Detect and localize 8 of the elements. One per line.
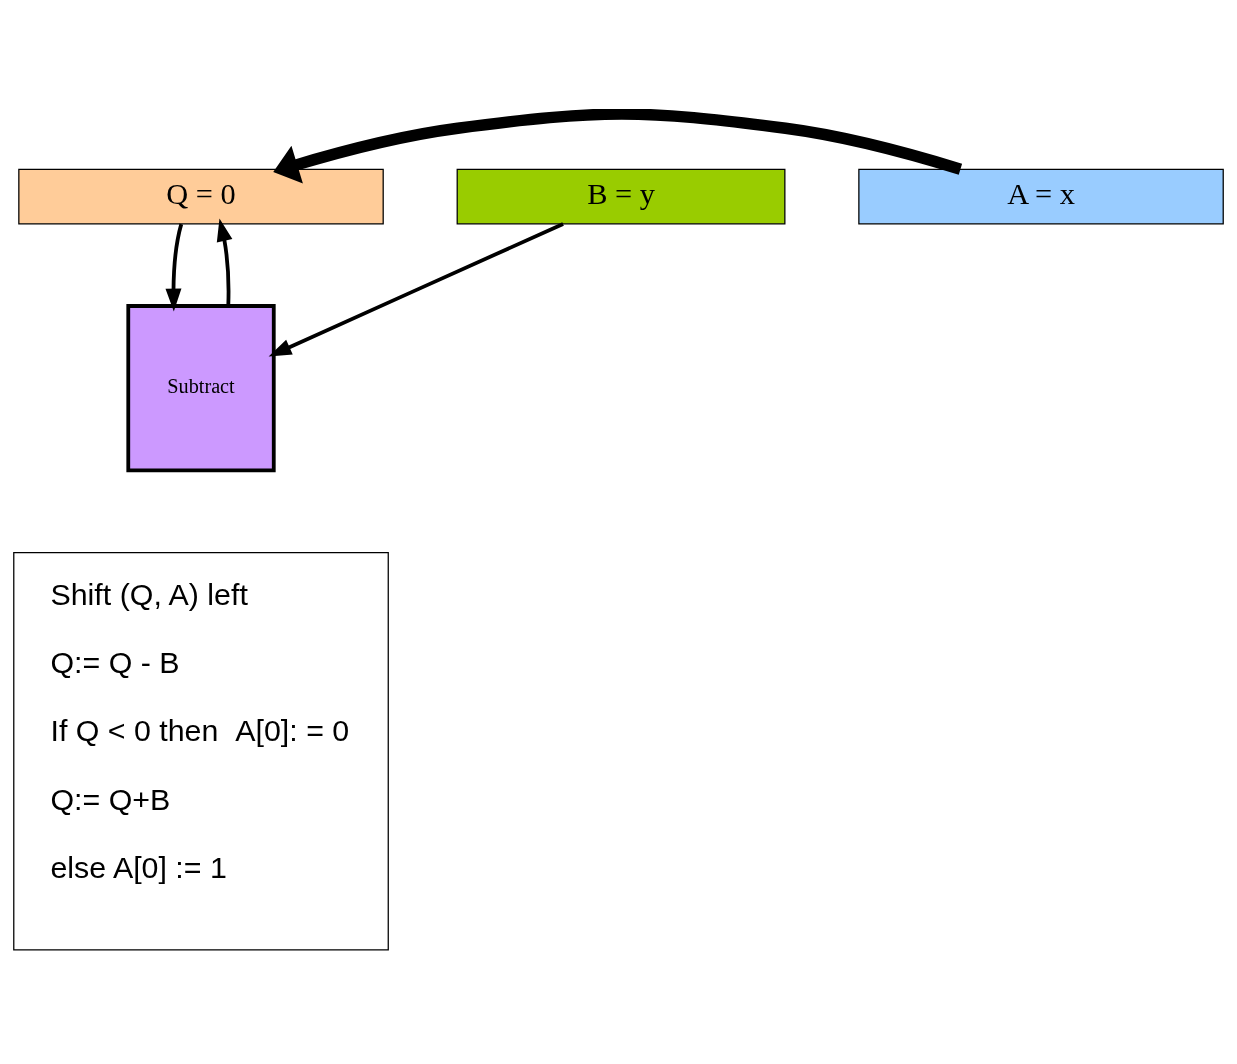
- arrow: [268, 222, 564, 357]
- node-box: Shift (Q, A) left Q:= Q - B If Q < 0 then A[0]: = 0 Q:= Q+B else A[0] := 1: [13, 552, 389, 951]
- node-box: Subtract: [126, 304, 276, 473]
- arrow: [165, 223, 184, 312]
- arrow: [216, 218, 233, 306]
- node-box: Q = 0: [18, 168, 384, 225]
- node-box: A = x: [858, 168, 1224, 225]
- node-box: B = y: [456, 168, 786, 225]
